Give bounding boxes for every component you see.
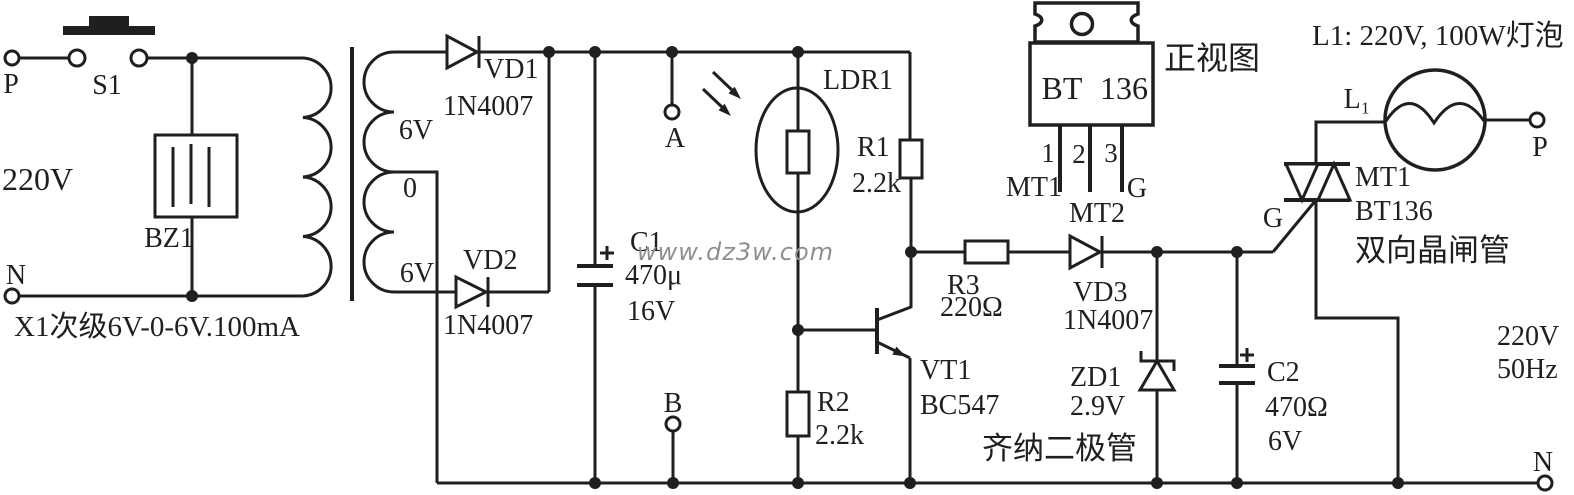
transistor-emitter-arrowhead bbox=[892, 346, 906, 357]
label-pin1-name: MT1 bbox=[1006, 172, 1062, 203]
resistor-r3-body bbox=[963, 239, 1010, 265]
label-terminal-p-right: P bbox=[1532, 132, 1548, 163]
circuit-wires bbox=[19, 50, 1538, 485]
label-tap-6v-bottom: 6V bbox=[400, 258, 434, 289]
transformer-primary-coil bbox=[302, 56, 333, 298]
label-c2-value: 470Ω bbox=[1265, 392, 1328, 423]
package-mounting-hole bbox=[1069, 11, 1095, 37]
capacitor-c2-plus-sign bbox=[1240, 348, 1254, 362]
zener-zd1-symbol bbox=[1137, 358, 1177, 392]
label-pin2-name: MT2 bbox=[1069, 198, 1125, 229]
watermark-text: www.dz3w.com bbox=[637, 238, 834, 266]
transistor-leads bbox=[876, 305, 912, 360]
diode-vd2-symbol bbox=[454, 274, 490, 310]
label-vd2-part: 1N4007 bbox=[443, 310, 533, 341]
capacitor-c2-plates bbox=[1219, 364, 1255, 385]
test-point-b-terminal bbox=[664, 415, 682, 433]
junction-dots bbox=[186, 46, 1404, 489]
label-buzzer-bz1: BZ1 bbox=[144, 223, 194, 254]
label-transformer-note: X1次级6V-0-6V.100mA bbox=[14, 310, 300, 343]
label-c1: C1 bbox=[630, 227, 663, 258]
label-c1-voltage: 16V bbox=[627, 296, 675, 327]
label-triac-gate: G bbox=[1263, 203, 1283, 234]
pushbutton-cap bbox=[89, 16, 129, 27]
switch-contact-left bbox=[67, 48, 87, 68]
label-triac-part: BT136 bbox=[1355, 196, 1433, 227]
ldr-resistor-body bbox=[785, 129, 811, 175]
transformer-secondary-coil bbox=[362, 50, 395, 294]
label-lamp-ref: L₁ bbox=[1344, 84, 1371, 115]
diode-vd1-symbol bbox=[445, 33, 481, 71]
label-switch-s1: S1 bbox=[92, 70, 122, 101]
label-vt1-part: BC547 bbox=[920, 390, 999, 421]
package-body bbox=[1028, 41, 1155, 127]
label-test-point-a: A bbox=[665, 123, 686, 154]
terminal-n-right bbox=[1536, 474, 1554, 492]
ldr-envelope bbox=[754, 86, 840, 214]
label-mains-voltage-right: 220V bbox=[1497, 321, 1559, 352]
label-terminal-p-left: P bbox=[3, 69, 19, 100]
label-c1-value: 470μ bbox=[625, 260, 682, 291]
label-r3-value: 220Ω bbox=[940, 292, 1003, 323]
label-vd3-part: 1N4007 bbox=[1063, 305, 1153, 336]
label-vd2: VD2 bbox=[463, 245, 517, 276]
label-zener-note: 齐纳二极管 bbox=[982, 431, 1137, 466]
label-tap-6v-top: 6V bbox=[399, 115, 433, 146]
terminal-p-left bbox=[3, 49, 21, 67]
switch-contact-right bbox=[129, 48, 149, 68]
label-ldr1: LDR1 bbox=[823, 65, 893, 96]
label-zd1-value: 2.9V bbox=[1070, 391, 1125, 422]
label-terminal-n-left: N bbox=[6, 260, 26, 291]
buzzer-symbol bbox=[153, 133, 239, 219]
light-ray-lines bbox=[701, 70, 735, 110]
label-pin-3: 3 bbox=[1104, 138, 1118, 168]
light-ray-arrowhead-2 bbox=[718, 103, 731, 116]
label-pin-2: 2 bbox=[1072, 139, 1086, 169]
resistor-r2-body bbox=[785, 390, 811, 438]
capacitor-c1-plus-sign bbox=[600, 246, 614, 260]
label-package-136: 136 bbox=[1100, 70, 1148, 106]
label-c2-voltage: 6V bbox=[1268, 426, 1302, 457]
triac-triangle-right bbox=[1315, 160, 1353, 202]
label-vd3: VD3 bbox=[1073, 277, 1127, 308]
label-r1: R1 bbox=[857, 132, 890, 163]
diode-vd3-symbol bbox=[1068, 233, 1104, 271]
package-legs bbox=[1058, 125, 1124, 192]
terminal-p-right bbox=[1528, 111, 1546, 129]
label-vt1: VT1 bbox=[920, 355, 971, 386]
label-vd1-part: 1N4007 bbox=[443, 91, 533, 122]
label-mains-voltage-left: 220V bbox=[2, 161, 73, 197]
resistor-r1-body bbox=[898, 138, 924, 180]
label-lamp-note: L1: 220V, 100W灯泡 bbox=[1312, 19, 1564, 52]
triac-triangle-left bbox=[1283, 162, 1321, 204]
label-r2-value: 2.2k bbox=[815, 420, 864, 451]
label-pin-1: 1 bbox=[1041, 138, 1055, 168]
label-triac-note: 双向晶闸管 bbox=[1355, 233, 1510, 268]
label-test-point-b: B bbox=[664, 388, 683, 419]
label-triac-mt1: MT1 bbox=[1355, 162, 1411, 193]
label-vd1: VD1 bbox=[484, 54, 538, 85]
label-terminal-n-right: N bbox=[1533, 447, 1553, 478]
label-tap-0: 0 bbox=[403, 173, 417, 204]
label-r3: R3 bbox=[947, 270, 980, 301]
terminal-n-left bbox=[3, 287, 21, 305]
label-pin3-name: G bbox=[1127, 173, 1147, 204]
label-zd1: ZD1 bbox=[1070, 362, 1121, 393]
label-package-bt: BT bbox=[1042, 70, 1083, 106]
capacitor-c1-plates bbox=[577, 264, 613, 287]
label-r2: R2 bbox=[817, 387, 850, 418]
buzzer-plates bbox=[171, 144, 211, 207]
pushbutton-bar bbox=[63, 26, 155, 35]
label-package-title: 正视图 bbox=[1164, 40, 1260, 76]
label-mains-freq: 50Hz bbox=[1497, 354, 1558, 385]
label-c2: C2 bbox=[1267, 357, 1300, 388]
label-r1-value: 2.2k bbox=[852, 168, 901, 199]
test-point-a-terminal bbox=[663, 103, 681, 121]
light-ray-arrowhead-1 bbox=[728, 86, 741, 99]
lamp-filament bbox=[1384, 102, 1486, 126]
